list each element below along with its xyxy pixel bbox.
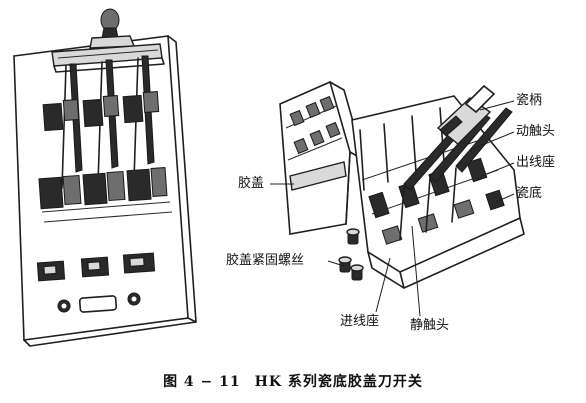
label-inlet-seat: 进线座 (340, 314, 380, 329)
leader-inlet-seat (375, 257, 391, 313)
leader-moving-contact (469, 131, 515, 151)
leader-handle (479, 100, 515, 111)
cover-screws (338, 228, 364, 281)
leader-lines (270, 100, 515, 317)
leader-outlet-seat (481, 162, 515, 177)
exploded-switch-drawing (279, 80, 525, 289)
assembled-switch-drawing (13, 8, 197, 347)
label-static-contact: 静触头 (410, 318, 450, 333)
leader-static-contact (411, 225, 421, 317)
label-porcelain-base: 瓷底 (516, 186, 543, 201)
moving-contacts (399, 107, 513, 241)
leader-porcelain-base (495, 193, 515, 203)
figure-caption: 图 4 − 11 HK 系列瓷底胶盖刀开关 (0, 371, 586, 391)
cover-part (279, 80, 365, 235)
label-handle: 瓷柄 (516, 93, 543, 108)
figure-title: HK 系列瓷底胶盖刀开关 (254, 374, 423, 390)
label-moving-contact: 动触头 (516, 124, 556, 139)
label-cover: 胶盖 (238, 176, 265, 191)
label-cover-screw: 胶盖紧固螺丝 (226, 253, 305, 268)
figure-number: 图 4 − 11 (163, 374, 241, 390)
label-outlet-seat: 出线座 (516, 155, 556, 170)
leader-cover-screw (327, 260, 345, 267)
handle-part (436, 84, 496, 145)
